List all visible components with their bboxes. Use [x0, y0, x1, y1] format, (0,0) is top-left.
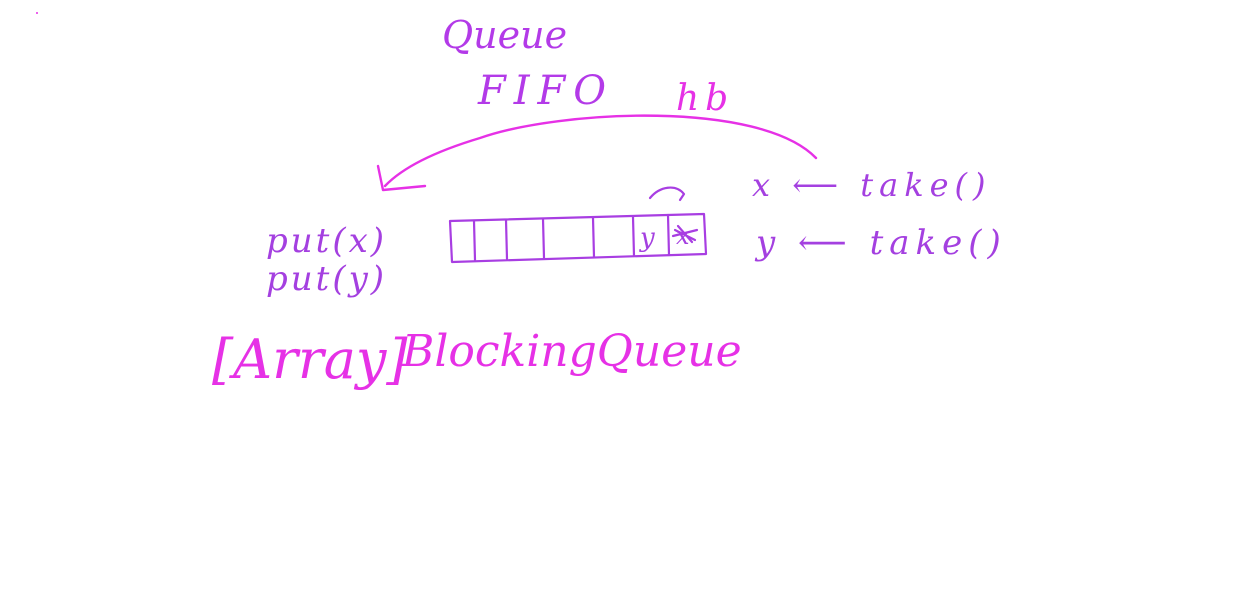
- dequeue-pointer-hook: [648, 186, 686, 202]
- array-bracket-label: [Array]: [212, 328, 408, 391]
- hb-label: hb: [676, 78, 734, 119]
- put-y-label: put(y): [266, 259, 387, 299]
- fifo-label: FIFO: [477, 68, 614, 114]
- stray-dot: [36, 12, 38, 14]
- put-x-label: put(x): [266, 221, 387, 261]
- slot-y-value: y: [639, 223, 655, 253]
- happens-before-arrow: [383, 114, 818, 188]
- take-x-label: x ⟵ take(): [752, 166, 992, 204]
- array-queue-box: [448, 212, 708, 264]
- queue-title: Queue: [442, 13, 567, 57]
- take-y-label: y ⟵ take(): [754, 223, 1007, 263]
- slot-x-scribbled: x: [671, 222, 699, 250]
- arrow-head: [376, 164, 427, 192]
- blocking-queue-label: BlockingQueue: [401, 326, 742, 377]
